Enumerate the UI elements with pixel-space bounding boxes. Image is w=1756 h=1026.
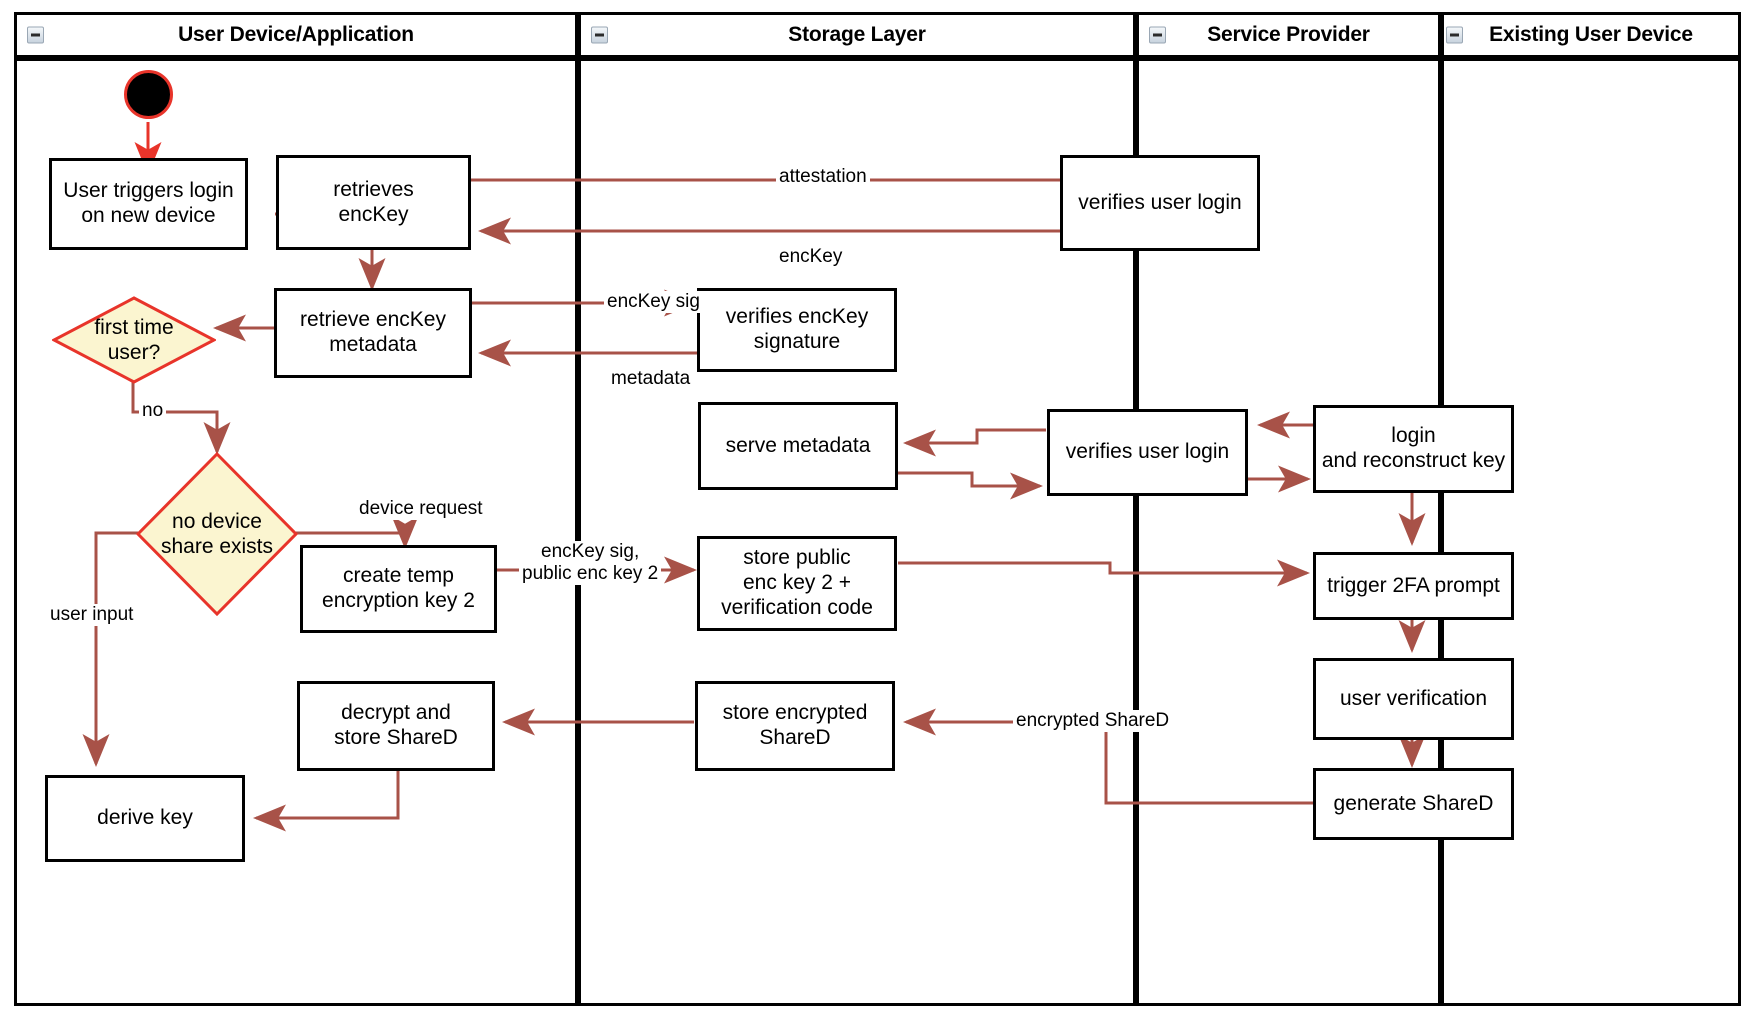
node-derive-key[interactable]: derive key bbox=[45, 775, 245, 862]
edge-label-user-input: user input bbox=[47, 604, 137, 626]
edge-label-encrypted-shared: encrypted ShareD bbox=[1013, 710, 1173, 732]
node-user-triggers-login[interactable]: User triggers login on new device bbox=[49, 158, 248, 250]
node-verifies-user-login-mid[interactable]: verifies user login bbox=[1047, 409, 1248, 496]
lane-header-existing-device[interactable]: Existing User Device bbox=[1441, 12, 1741, 58]
node-label: user verification bbox=[1339, 686, 1488, 710]
node-label: trigger 2FA prompt bbox=[1327, 573, 1500, 597]
decision-diamond-shape bbox=[52, 296, 216, 384]
node-label: create temp encryption key 2 bbox=[322, 564, 475, 612]
edge-label-attestation: attestation bbox=[776, 166, 870, 188]
node-label: decrypt and store ShareD bbox=[334, 701, 458, 749]
start-node bbox=[124, 70, 173, 119]
lane-body-user-device bbox=[14, 58, 578, 1006]
collapse-minus-icon[interactable] bbox=[1446, 26, 1463, 44]
edge-label-device-request: device request bbox=[356, 498, 486, 520]
node-login-and-reconstruct-key[interactable]: login and reconstruct key bbox=[1313, 405, 1514, 493]
node-label: verifies user login bbox=[1065, 440, 1230, 464]
lane-header-user-device[interactable]: User Device/Application bbox=[14, 12, 578, 58]
edge-label-no: no bbox=[139, 400, 167, 422]
node-label: store public enc key 2 + verification co… bbox=[721, 546, 873, 619]
node-label: store encrypted ShareD bbox=[722, 701, 868, 749]
collapse-minus-icon[interactable] bbox=[27, 26, 44, 44]
node-generate-shared[interactable]: generate ShareD bbox=[1313, 768, 1514, 840]
node-label: verifies encKey signature bbox=[725, 305, 869, 353]
decision-label: no device share exists bbox=[160, 509, 274, 558]
collapse-minus-icon[interactable] bbox=[1149, 26, 1166, 44]
lane-title-service-provider: Service Provider bbox=[1207, 23, 1370, 46]
node-retrieve-enckey-metadata[interactable]: retrieve encKey metadata bbox=[274, 288, 472, 378]
decision-first-time-user[interactable]: first time user? bbox=[52, 296, 216, 384]
node-label: verifies user login bbox=[1078, 190, 1242, 214]
node-trigger-2fa-prompt[interactable]: trigger 2FA prompt bbox=[1313, 552, 1514, 620]
node-decrypt-and-store-shared[interactable]: decrypt and store ShareD bbox=[297, 681, 495, 771]
node-store-encrypted-shared[interactable]: store encrypted ShareD bbox=[695, 681, 895, 771]
node-store-public-enc-key-2[interactable]: store public enc key 2 + verification co… bbox=[697, 536, 897, 631]
edge-label-enckey-sig-public-enc-key-2: encKey sig, public enc key 2 bbox=[519, 541, 662, 585]
lane-body-service-provider bbox=[1136, 58, 1441, 1006]
node-label: User triggers login on new device bbox=[63, 179, 234, 227]
node-label: derive key bbox=[97, 806, 193, 830]
lane-body-existing-device bbox=[1441, 58, 1741, 1006]
edge-label-enckey: encKey bbox=[776, 246, 846, 268]
lane-header-storage[interactable]: Storage Layer bbox=[578, 12, 1136, 58]
node-user-verification[interactable]: user verification bbox=[1313, 658, 1514, 740]
node-label: retrieve encKey metadata bbox=[300, 308, 446, 356]
lane-title-existing-device: Existing User Device bbox=[1489, 23, 1693, 46]
decision-no-device-share-exists[interactable]: no device share exists bbox=[136, 452, 298, 616]
decision-label: first time user? bbox=[94, 315, 174, 364]
decision-diamond-shape bbox=[136, 452, 298, 616]
lane-body-storage bbox=[578, 58, 1136, 1006]
node-retrieves-enckey[interactable]: retrieves encKey bbox=[276, 155, 471, 250]
edge-label-enckey-sig: encKey sig bbox=[604, 291, 703, 313]
lane-title-user-device: User Device/Application bbox=[178, 23, 414, 46]
node-create-temp-encryption-key-2[interactable]: create temp encryption key 2 bbox=[300, 545, 497, 633]
node-label: login and reconstruct key bbox=[1321, 424, 1506, 472]
lane-title-storage: Storage Layer bbox=[788, 23, 926, 46]
node-verifies-user-login-top[interactable]: verifies user login bbox=[1060, 155, 1260, 251]
node-label: generate ShareD bbox=[1333, 791, 1494, 815]
node-serve-metadata[interactable]: serve metadata bbox=[698, 402, 898, 490]
edge-label-metadata: metadata bbox=[608, 368, 694, 390]
lane-header-service-provider[interactable]: Service Provider bbox=[1136, 12, 1441, 58]
node-label: serve metadata bbox=[725, 433, 871, 457]
collapse-minus-icon[interactable] bbox=[591, 26, 608, 44]
node-label: retrieves encKey bbox=[333, 177, 414, 226]
node-verifies-enckey-signature[interactable]: verifies encKey signature bbox=[697, 288, 897, 372]
